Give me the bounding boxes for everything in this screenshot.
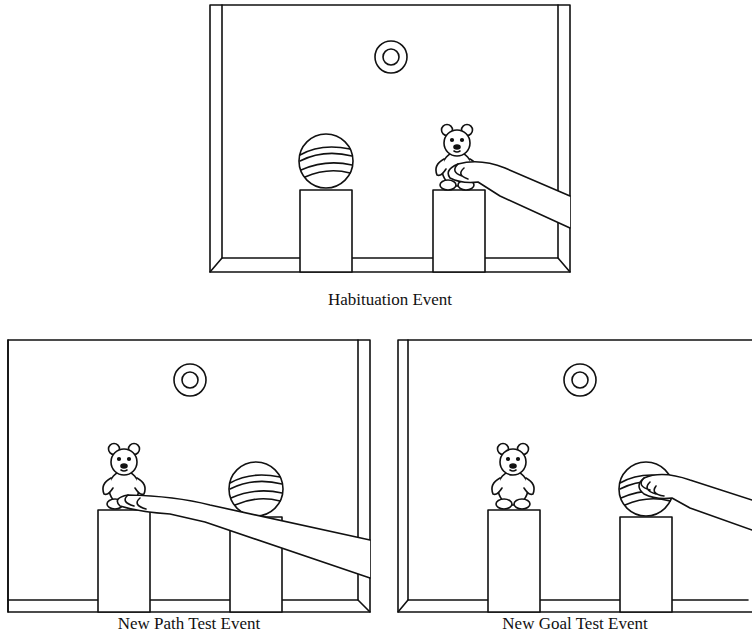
stage-new-path bbox=[8, 340, 370, 612]
panel-caption: New Goal Test Event bbox=[358, 614, 752, 634]
stage-new-goal bbox=[398, 340, 752, 612]
event-panel: New Goal Test Event bbox=[398, 340, 752, 612]
event-panel: Habituation Event bbox=[210, 5, 570, 272]
panel-caption: New Path Test Event bbox=[0, 614, 410, 634]
event-panel: New Path Test Event bbox=[8, 340, 370, 612]
panel-caption: Habituation Event bbox=[170, 290, 610, 310]
stage-habituation bbox=[210, 5, 570, 272]
